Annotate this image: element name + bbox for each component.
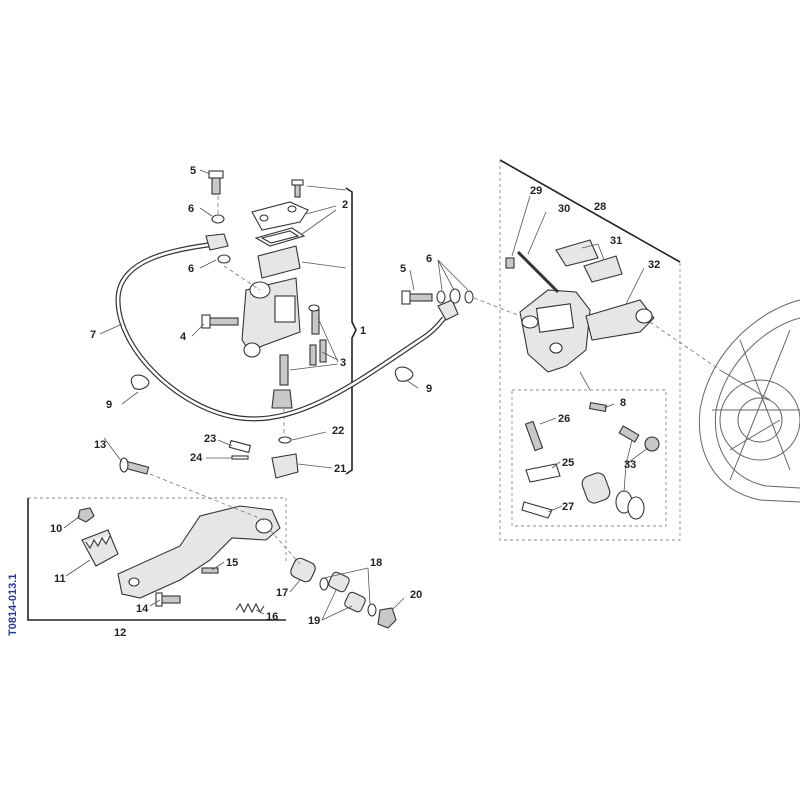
callout-18: 18 [370,557,382,569]
callout-33: 33 [624,459,636,471]
callout-27: 27 [562,501,574,513]
callout-28: 28 [594,201,606,213]
washer-22 [278,436,292,444]
caliper-bracket [585,299,655,341]
brake-pedal-arm [117,505,281,599]
dust-boot [271,389,293,409]
pedal-bolt [159,595,181,604]
clevis-21 [271,453,299,479]
mounting-bolt [205,317,239,326]
group-28-bracket [499,159,681,263]
reservoir-body [257,245,301,279]
callout-11: 11 [54,573,66,585]
hose-clip [121,366,419,405]
caliper-bolt [588,402,608,412]
callout-5: 5 [190,165,196,177]
bearing [328,571,350,593]
callout-15: 15 [226,557,238,569]
push-rod [279,354,289,386]
return-spring [235,602,265,614]
pivot-bushing [290,557,316,583]
brake-pad [555,239,599,267]
caliper-banjo-fitting [401,259,521,317]
split-pin [231,455,249,460]
pedal-tip [81,529,119,567]
banjo-bolt [211,175,221,195]
callout-31: 31 [610,235,622,247]
brake-hose [99,233,459,422]
callout-8: 8 [620,397,626,409]
callout-9: 9 [426,383,432,395]
caliper-repair-kit-frame [511,389,667,527]
callout-2: 2 [342,199,348,211]
callout-7: 7 [90,329,96,341]
sealing-washer [211,214,225,224]
slide-pin [524,420,544,452]
callout-21: 21 [334,463,346,475]
brake-pedal-assembly [27,437,287,621]
caliper-piston [581,472,611,504]
callout-3: 3 [340,357,346,369]
callout-17: 17 [276,587,288,599]
callout-12: 12 [114,627,126,639]
callout-22: 22 [332,425,344,437]
callout-14: 14 [136,603,149,615]
callout-6: 6 [188,203,194,215]
callout-26: 26 [558,413,570,425]
callout-13: 13 [94,439,106,451]
pivot-parts [269,529,405,629]
brake-disc [698,299,800,503]
callout-29: 29 [530,185,542,197]
pivot-nut [377,607,397,629]
drawing-code: T0814-013.1 [7,574,19,636]
brake-pad [583,255,623,283]
callout-25: 25 [562,457,574,469]
callout-16: 16 [266,611,278,623]
callout-23: 23 [204,433,216,445]
callout-19: 19 [308,615,320,627]
callout-1: 1 [360,325,366,337]
callout-30: 30 [558,203,570,215]
pad-spring [525,463,561,483]
callout-4: 4 [180,331,187,343]
callout-24: 24 [190,452,203,464]
callout-9: 9 [106,399,112,411]
callout-20: 20 [410,589,422,601]
callout-32: 32 [648,259,660,271]
callout-10: 10 [50,523,62,535]
bleed-screw [505,257,515,269]
pad-pin [521,501,553,519]
group-12-bracket [27,498,286,621]
sealing-washer [217,254,231,264]
pedal-nut [77,507,95,523]
caliper-body [519,289,591,373]
callout-6: 6 [188,263,194,275]
master-cylinder-assembly [191,169,357,479]
callout-6: 6 [426,253,432,265]
callout-labels: 5 6 6 2 1 4 3 7 9 9 5 6 22 23 24 21 13 1… [50,165,660,639]
group-1-bracket [345,187,357,475]
clevis-pin [228,439,252,454]
caliper-assembly [499,159,721,541]
bearing [344,591,366,613]
callout-5: 5 [400,263,406,275]
